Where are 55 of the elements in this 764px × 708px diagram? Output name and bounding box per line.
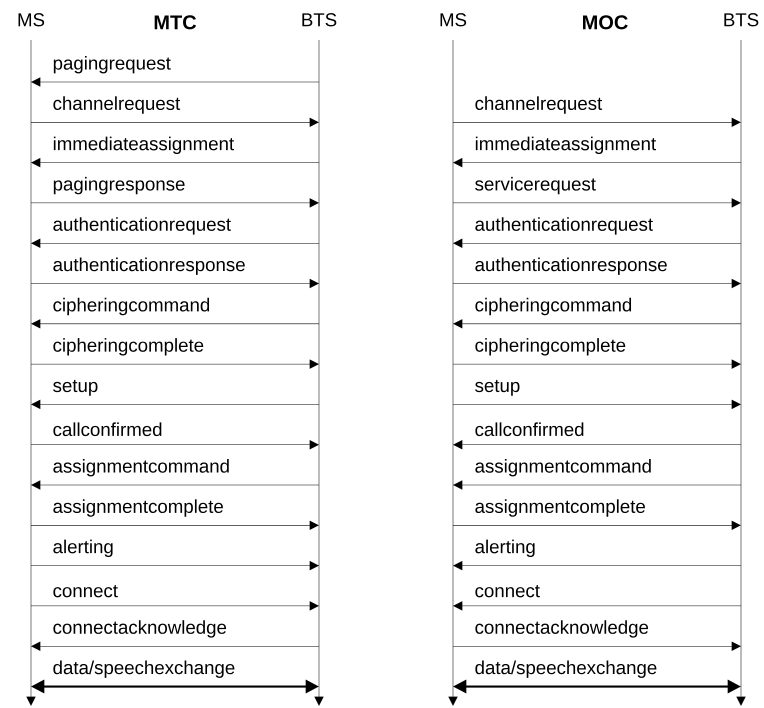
edge-label: assignmentcomplete [475,499,645,517]
edge-label: immediateassignment [54,136,234,154]
edge-label: pagingrequest [54,56,171,74]
arrow [452,641,741,651]
edge-label: connectacknowledge [53,620,226,638]
node-label: BTS [302,13,336,26]
edge-label: servicerequest [475,176,596,194]
edge-label: data/speechexchange [53,660,234,678]
heading: MOC [583,15,628,30]
edge-label: alerting [475,540,535,557]
arrow [453,319,742,329]
edge-label: cipheringcomplete [53,338,204,356]
arrow [30,278,319,288]
edge-label: cipheringcommand [53,298,210,316]
edge-label: callconfirmed [53,422,162,436]
edge-label: authenticationresponse [53,258,245,275]
edge-label: assignmentcommand [53,459,229,476]
arrow [453,601,742,611]
edge-label: authenticationresponse [475,258,667,275]
edge-label: assignmentcomplete [53,499,223,517]
arrow [30,440,319,450]
edge-label: immediateassignment [476,136,656,154]
edge-label: cipheringcommand [475,298,632,316]
edge-label: channelrequest [475,96,602,114]
edge-label: channelrequest [53,96,180,114]
arrow [31,400,320,410]
lifeline: BTS [724,13,758,706]
edge-label: pagingresponse [54,176,185,194]
heading: MTC [154,15,196,30]
arrow [453,480,742,490]
edge-label: connectacknowledge [475,620,648,638]
edge-label: cipheringcomplete [475,338,626,356]
edge-label: data/speechexchange [475,660,656,678]
arrow [452,359,741,369]
edge-label: callconfirmed [475,422,584,436]
edge-label: authenticationrequest [53,217,231,235]
edge-label: assignmentcommand [475,459,651,476]
edge-label: connect [53,585,118,598]
edge-label: authenticationrequest [475,217,653,235]
node-label: MS [440,13,466,26]
arrow [31,480,320,490]
edge-label: setup [475,380,520,396]
node-label: MS [18,13,44,26]
arrow [30,560,319,570]
lifeline: MS [18,13,44,706]
arrow [31,77,320,87]
edge-label: alerting [53,540,113,557]
lifeline: MS [440,13,466,706]
arrow [31,319,320,329]
edge-label: connect [475,585,540,598]
node-label: BTS [724,13,758,26]
edge-label: setup [53,380,98,396]
arrow [30,359,319,369]
arrow [452,278,741,288]
lifeline: BTS [302,13,336,706]
